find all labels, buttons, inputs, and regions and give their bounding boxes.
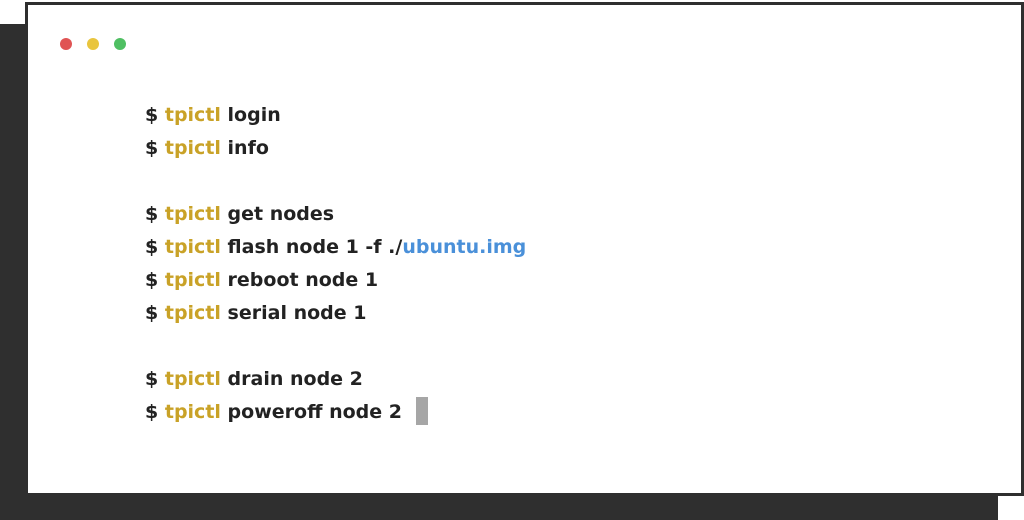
command-args: poweroff node 2 (227, 401, 402, 423)
terminal-line: $ tpictl poweroff node 2 (145, 396, 526, 429)
terminal-line: $ tpictl reboot node 1 (145, 264, 526, 297)
command-name: tpictl (164, 104, 221, 126)
command-name: tpictl (164, 137, 221, 159)
blank-line (145, 165, 526, 198)
terminal-line: $ tpictl flash node 1 -f ./ubuntu.img (145, 231, 526, 264)
prompt-symbol: $ (145, 368, 159, 390)
command-args: get nodes (227, 203, 335, 225)
command-name: tpictl (164, 368, 221, 390)
prompt-symbol: $ (145, 302, 159, 324)
terminal-line: $ tpictl login (145, 99, 526, 132)
command-args: login (227, 104, 281, 126)
terminal-line: $ tpictl drain node 2 (145, 363, 526, 396)
command-args: reboot node 1 (227, 269, 379, 291)
prompt-symbol: $ (145, 236, 159, 258)
terminal-line: $ tpictl get nodes (145, 198, 526, 231)
terminal-line: $ tpictl serial node 1 (145, 297, 526, 330)
prompt-symbol: $ (145, 269, 159, 291)
command-name: tpictl (164, 203, 221, 225)
blank-line (145, 330, 526, 363)
prompt-symbol: $ (145, 104, 159, 126)
terminal-line: $ tpictl info (145, 132, 526, 165)
maximize-dot-icon[interactable] (114, 38, 126, 50)
text-cursor (415, 396, 428, 425)
prompt-symbol: $ (145, 137, 159, 159)
terminal-content: $ tpictl login $ tpictl info $ tpictl ge… (145, 99, 526, 429)
minimize-dot-icon[interactable] (87, 38, 99, 50)
command-name: tpictl (164, 236, 221, 258)
command-name: tpictl (164, 269, 221, 291)
command-args: serial node 1 (227, 302, 367, 324)
file-path: ubuntu.img (402, 236, 527, 258)
prompt-symbol: $ (145, 203, 159, 225)
prompt-symbol: $ (145, 401, 159, 423)
command-args: info (227, 137, 269, 159)
command-args: drain node 2 (227, 368, 363, 390)
window-controls (60, 38, 126, 50)
close-dot-icon[interactable] (60, 38, 72, 50)
command-args: flash node 1 -f ./ (227, 236, 403, 258)
command-name: tpictl (164, 302, 221, 324)
terminal-window: $ tpictl login $ tpictl info $ tpictl ge… (25, 2, 1024, 496)
command-name: tpictl (164, 401, 221, 423)
